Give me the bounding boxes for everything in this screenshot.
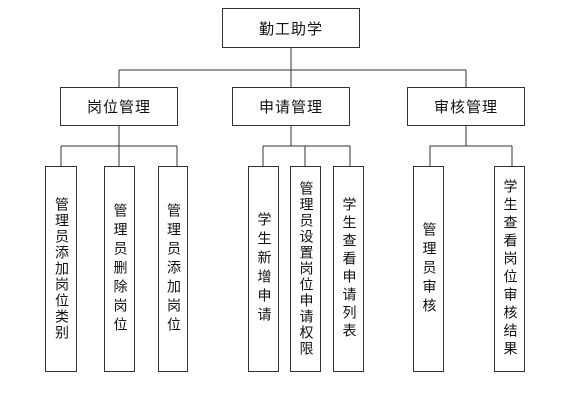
- leaf-node-delete-post: 管理员删除岗位: [104, 166, 135, 372]
- leaf-node-view-review-result: 学生查看岗位审核结果: [494, 166, 525, 372]
- leaf-node-label: 管理员添加岗位: [165, 202, 181, 336]
- leaf-node-label: 学生查看申请列表: [340, 197, 357, 341]
- leaf-node-admin-review: 管理员审核: [413, 166, 444, 372]
- leaf-node-label: 管理员添加岗位类别: [53, 197, 69, 341]
- group-node-review-management: 审核管理: [407, 87, 525, 126]
- leaf-node-add-post-category: 管理员添加岗位类别: [45, 166, 77, 372]
- leaf-node-label: 学生查看岗位审核结果: [501, 179, 518, 359]
- root-node: 勤工助学: [222, 8, 360, 48]
- leaf-node-label: 管理员删除岗位: [111, 202, 128, 336]
- leaf-node-label: 管理员设置岗位申请权限: [297, 181, 314, 357]
- leaf-node-add-post: 管理员添加岗位: [158, 166, 188, 372]
- leaf-node-view-application-list: 学生查看申请列表: [333, 166, 364, 372]
- group-node-label: 审核管理: [433, 98, 498, 116]
- group-node-label: 申请管理: [258, 98, 323, 116]
- group-node-label: 岗位管理: [86, 98, 151, 116]
- group-node-post-management: 岗位管理: [60, 87, 178, 126]
- group-node-application-management: 申请管理: [232, 87, 350, 126]
- leaf-node-student-new-application: 学生新增申请: [248, 166, 279, 372]
- root-node-label: 勤工助学: [258, 19, 323, 38]
- leaf-node-label: 管理员审核: [420, 221, 437, 317]
- leaf-node-set-application-permission: 管理员设置岗位申请权限: [290, 166, 321, 372]
- leaf-node-label: 学生新增申请: [255, 212, 272, 326]
